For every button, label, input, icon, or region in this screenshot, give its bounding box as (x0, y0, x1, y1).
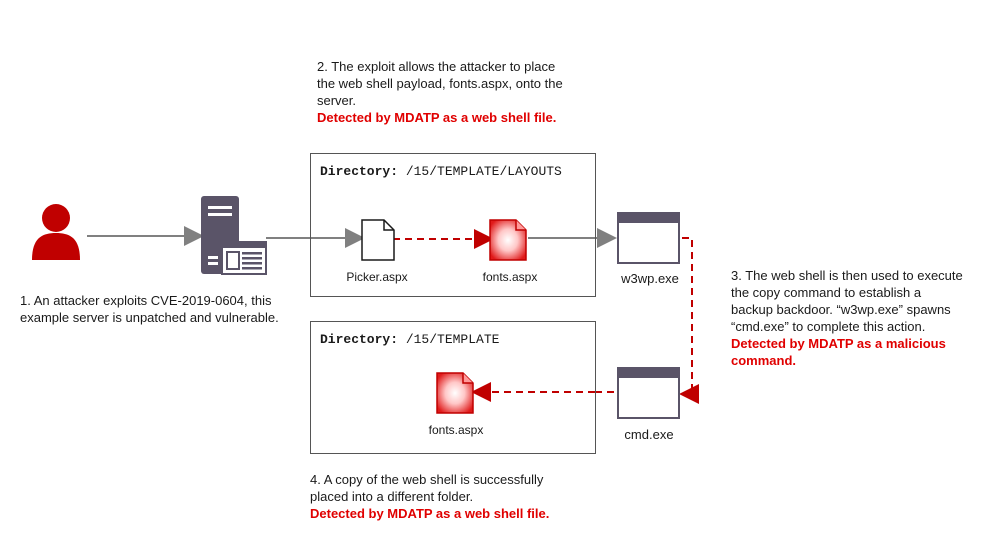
directory-box-layouts: Directory: /15/TEMPLATE/LAYOUTS (310, 153, 596, 297)
directory-path: /15/TEMPLATE (405, 332, 500, 347)
webshell-file-icon (489, 219, 527, 261)
step-1-text: 1. An attacker exploits CVE-2019-0604, t… (20, 292, 279, 326)
step-4-text: 4. A copy of the web shell is successful… (310, 471, 549, 522)
file-label-fonts-copy: fonts.aspx (428, 423, 484, 437)
webshell-file-icon (436, 372, 474, 414)
step-1-line: example server is unpatched and vulnerab… (20, 310, 279, 325)
step-2-line: server. (317, 93, 357, 108)
step-1-line: 1. An attacker exploits CVE-2019-0604, t… (20, 293, 272, 308)
process-window-icon (617, 367, 680, 419)
process-window-icon (617, 212, 680, 264)
process-label-cmd: cmd.exe (624, 427, 674, 442)
step-3-detection: command. (731, 353, 797, 368)
directory-label-template: Directory: /15/TEMPLATE (320, 332, 499, 347)
step-3-line: 3. The web shell is then used to execute (731, 268, 963, 283)
file-label-fonts: fonts.aspx (482, 270, 538, 284)
step-3-line: backup backdoor. “w3wp.exe” spawns (731, 302, 951, 317)
step-2-text: 2. The exploit allows the attacker to pl… (317, 58, 563, 126)
step-2-line: 2. The exploit allows the attacker to pl… (317, 59, 556, 74)
server-icon (201, 196, 267, 275)
step-3-text: 3. The web shell is then used to execute… (731, 267, 963, 369)
attacker-icon (32, 204, 80, 260)
document-icon (361, 219, 395, 261)
arrow-w3wp-to-cmd (679, 237, 699, 404)
step-4-line: placed into a different folder. (310, 489, 474, 504)
directory-label-layouts: Directory: /15/TEMPLATE/LAYOUTS (320, 164, 562, 179)
directory-key: Directory: (320, 164, 399, 179)
directory-path: /15/TEMPLATE/LAYOUTS (405, 164, 562, 179)
directory-key: Directory: (320, 332, 399, 347)
file-label-picker: Picker.aspx (346, 270, 408, 284)
step-4-detection: Detected by MDATP as a web shell file. (310, 506, 550, 521)
step-2-detection: Detected by MDATP as a web shell file. (317, 110, 557, 125)
process-label-w3wp: w3wp.exe (621, 271, 679, 286)
step-4-line: 4. A copy of the web shell is successful… (310, 472, 544, 487)
step-2-line: the web shell payload, fonts.aspx, onto … (317, 76, 563, 91)
step-3-line: the copy command to establish a (731, 285, 922, 300)
step-3-line: “cmd.exe” to complete this action. (731, 319, 926, 334)
step-3-detection: Detected by MDATP as a malicious (731, 336, 946, 351)
